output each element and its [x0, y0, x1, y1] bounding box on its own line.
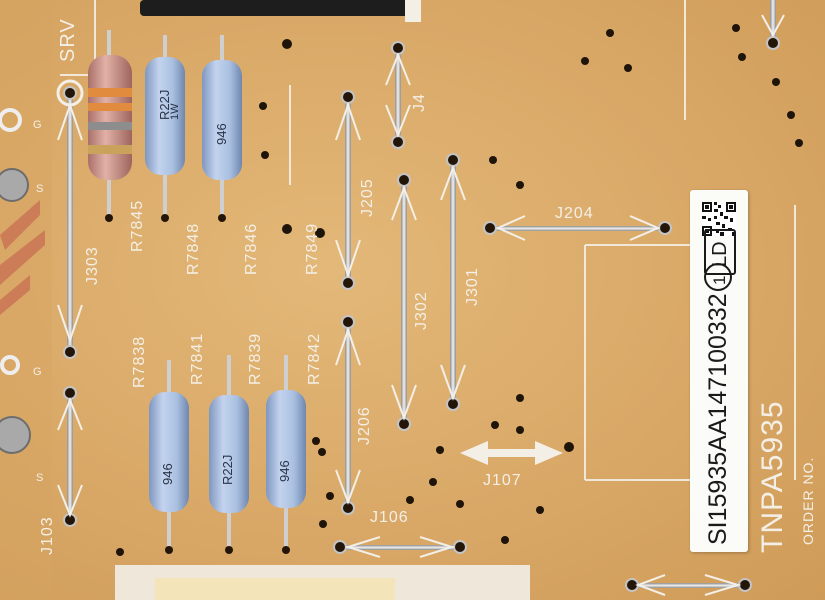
label-r7849: R7849	[304, 222, 321, 275]
label-j103: J103	[39, 516, 56, 555]
resistor-marking-946-top: 946	[214, 123, 229, 145]
sticker-circle-number: 1	[710, 275, 729, 285]
resistor-r7846	[202, 35, 242, 220]
label-r7848: R7848	[185, 222, 202, 275]
label-j106: J106	[370, 509, 409, 526]
resistor-r7845	[88, 30, 132, 220]
label-g-top: G	[33, 119, 43, 131]
label-s-top: S	[36, 183, 45, 195]
label-srv: SRV	[57, 18, 79, 62]
label-order-no: ORDER NO.	[800, 456, 816, 545]
screw-bottom	[0, 416, 31, 454]
label-j301: J301	[464, 267, 481, 306]
label-j204: J204	[555, 205, 594, 222]
label-model: TNPA5935	[756, 400, 789, 553]
red-silkscreen-logo	[0, 200, 45, 315]
label-r7842: R7842	[306, 332, 323, 385]
label-j303: J303	[84, 246, 101, 285]
label-j302: J302	[413, 291, 430, 330]
resistor-marking-946-bottom-right: 946	[277, 460, 292, 482]
resistor-r7848	[145, 35, 185, 220]
screw-top	[0, 168, 29, 202]
label-r7841: R7841	[189, 332, 206, 385]
jumper-wires	[67, 0, 776, 588]
label-g-bottom: G	[33, 366, 43, 378]
sticker-circle: 1	[704, 263, 732, 291]
label-j107: J107	[483, 472, 522, 489]
label-j206: J206	[356, 406, 373, 445]
label-s-bottom: S	[36, 472, 45, 484]
resistor-r7839	[266, 355, 306, 550]
resistor-r7838	[149, 360, 189, 550]
resistor-r7841	[209, 355, 249, 550]
label-j4: J4	[411, 93, 428, 112]
top-component-body	[140, 0, 415, 16]
label-r7838: R7838	[131, 335, 148, 388]
resistor-marking-1w: 1W	[169, 103, 181, 121]
label-r7845: R7845	[129, 199, 146, 252]
sticker-ld-text: LD	[709, 241, 731, 267]
label-j205: J205	[359, 178, 376, 217]
j107-arrow	[460, 441, 563, 465]
resistor-marking-r22j-bottom: R22J	[220, 454, 235, 485]
label-r7839: R7839	[247, 332, 264, 385]
label-r7846: R7846	[243, 222, 260, 275]
sticker-serial: SI15935AA147100332	[704, 293, 732, 545]
sticker-ld-box: LD	[704, 229, 736, 275]
resistor-marking-946-bottom-left: 946	[160, 463, 175, 485]
